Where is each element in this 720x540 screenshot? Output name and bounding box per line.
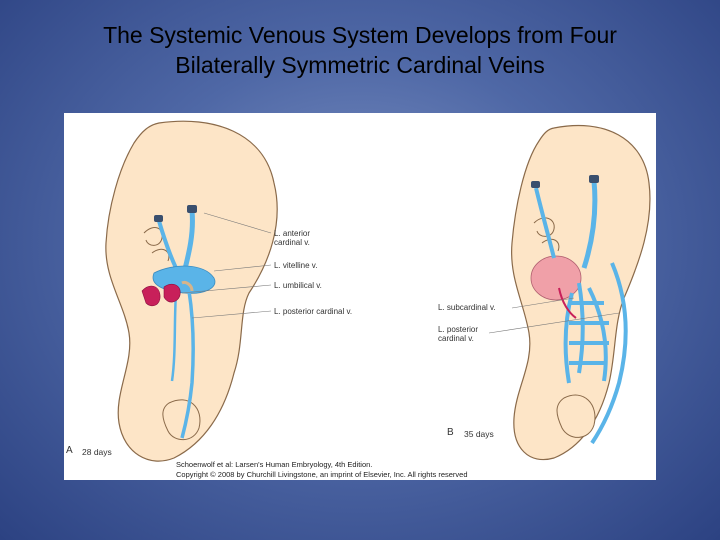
slide-title: The Systemic Venous System Develops from… [20,20,700,80]
label-subcardinal: L. subcardinal v. [438,303,496,312]
vein-end-a1 [187,205,197,213]
panel-b-letter: B [447,427,454,438]
embryo-figure: L. anterior cardinal v. L. vitelline v. … [64,113,656,480]
embryo-b [511,124,651,461]
embryo-b-vitelline-remnant [558,287,577,319]
label-posterior-b-line-1: L. posterior [438,325,479,334]
embryo-b-heart [530,255,582,301]
embryo-a-yolk-connection [181,281,194,292]
label-posterior-cardinal-b: L. posterior cardinal v. [438,325,478,343]
embryo-a-umbilical-vessels [141,283,181,307]
embryo-a-posterior-cardinal-vein [180,290,195,439]
leader-lines-a [181,212,272,319]
embryo-b-anterior-cardinal-vein [581,180,598,269]
embryo-b-posterior-cardinal-vein [590,262,628,445]
vein-end-a2 [154,215,163,222]
embryo-a-limb-bud [162,399,201,441]
title-line-2: Bilaterally Symmetric Cardinal Veins [175,52,545,78]
panel-a-letter: A [66,445,73,456]
embryo-a [105,120,278,462]
vein-end-b1 [589,175,599,183]
label-vitelline: L. vitelline v. [274,261,318,270]
embryo-b-limb-bud [556,394,596,438]
embryo-a-vitelline-vein [170,292,178,382]
embryo-b-subcardinal-network [563,282,609,384]
label-posterior-b-line-2: cardinal v. [438,334,474,343]
label-posterior-cardinal: L. posterior cardinal v. [274,307,353,316]
panel-b-age: 35 days [464,429,494,439]
figure-credit-line-2: Copyright © 2008 by Churchill Livingston… [176,470,468,479]
panel-a-age: 28 days [82,447,112,457]
embryo-b-anterior-cardinal-vein-2 [534,187,556,259]
embryo-a-anterior-cardinal-vein-2 [157,220,178,269]
embryo-illustration [105,120,651,462]
label-umbilical: L. umbilical v. [274,281,322,290]
leader-lines-b [488,297,620,334]
embryo-a-pharyngeal-arches [143,227,170,262]
label-anterior-line-2: cardinal v. [274,238,310,247]
vein-end-b2 [531,181,540,188]
figure-credit-line-1: Schoenwolf et al: Larsen's Human Embryol… [176,460,373,469]
title-line-1: The Systemic Venous System Develops from… [103,22,617,48]
label-anterior-cardinal: L. anterior cardinal v. [274,229,310,247]
label-anterior-line-1: L. anterior [274,229,311,238]
